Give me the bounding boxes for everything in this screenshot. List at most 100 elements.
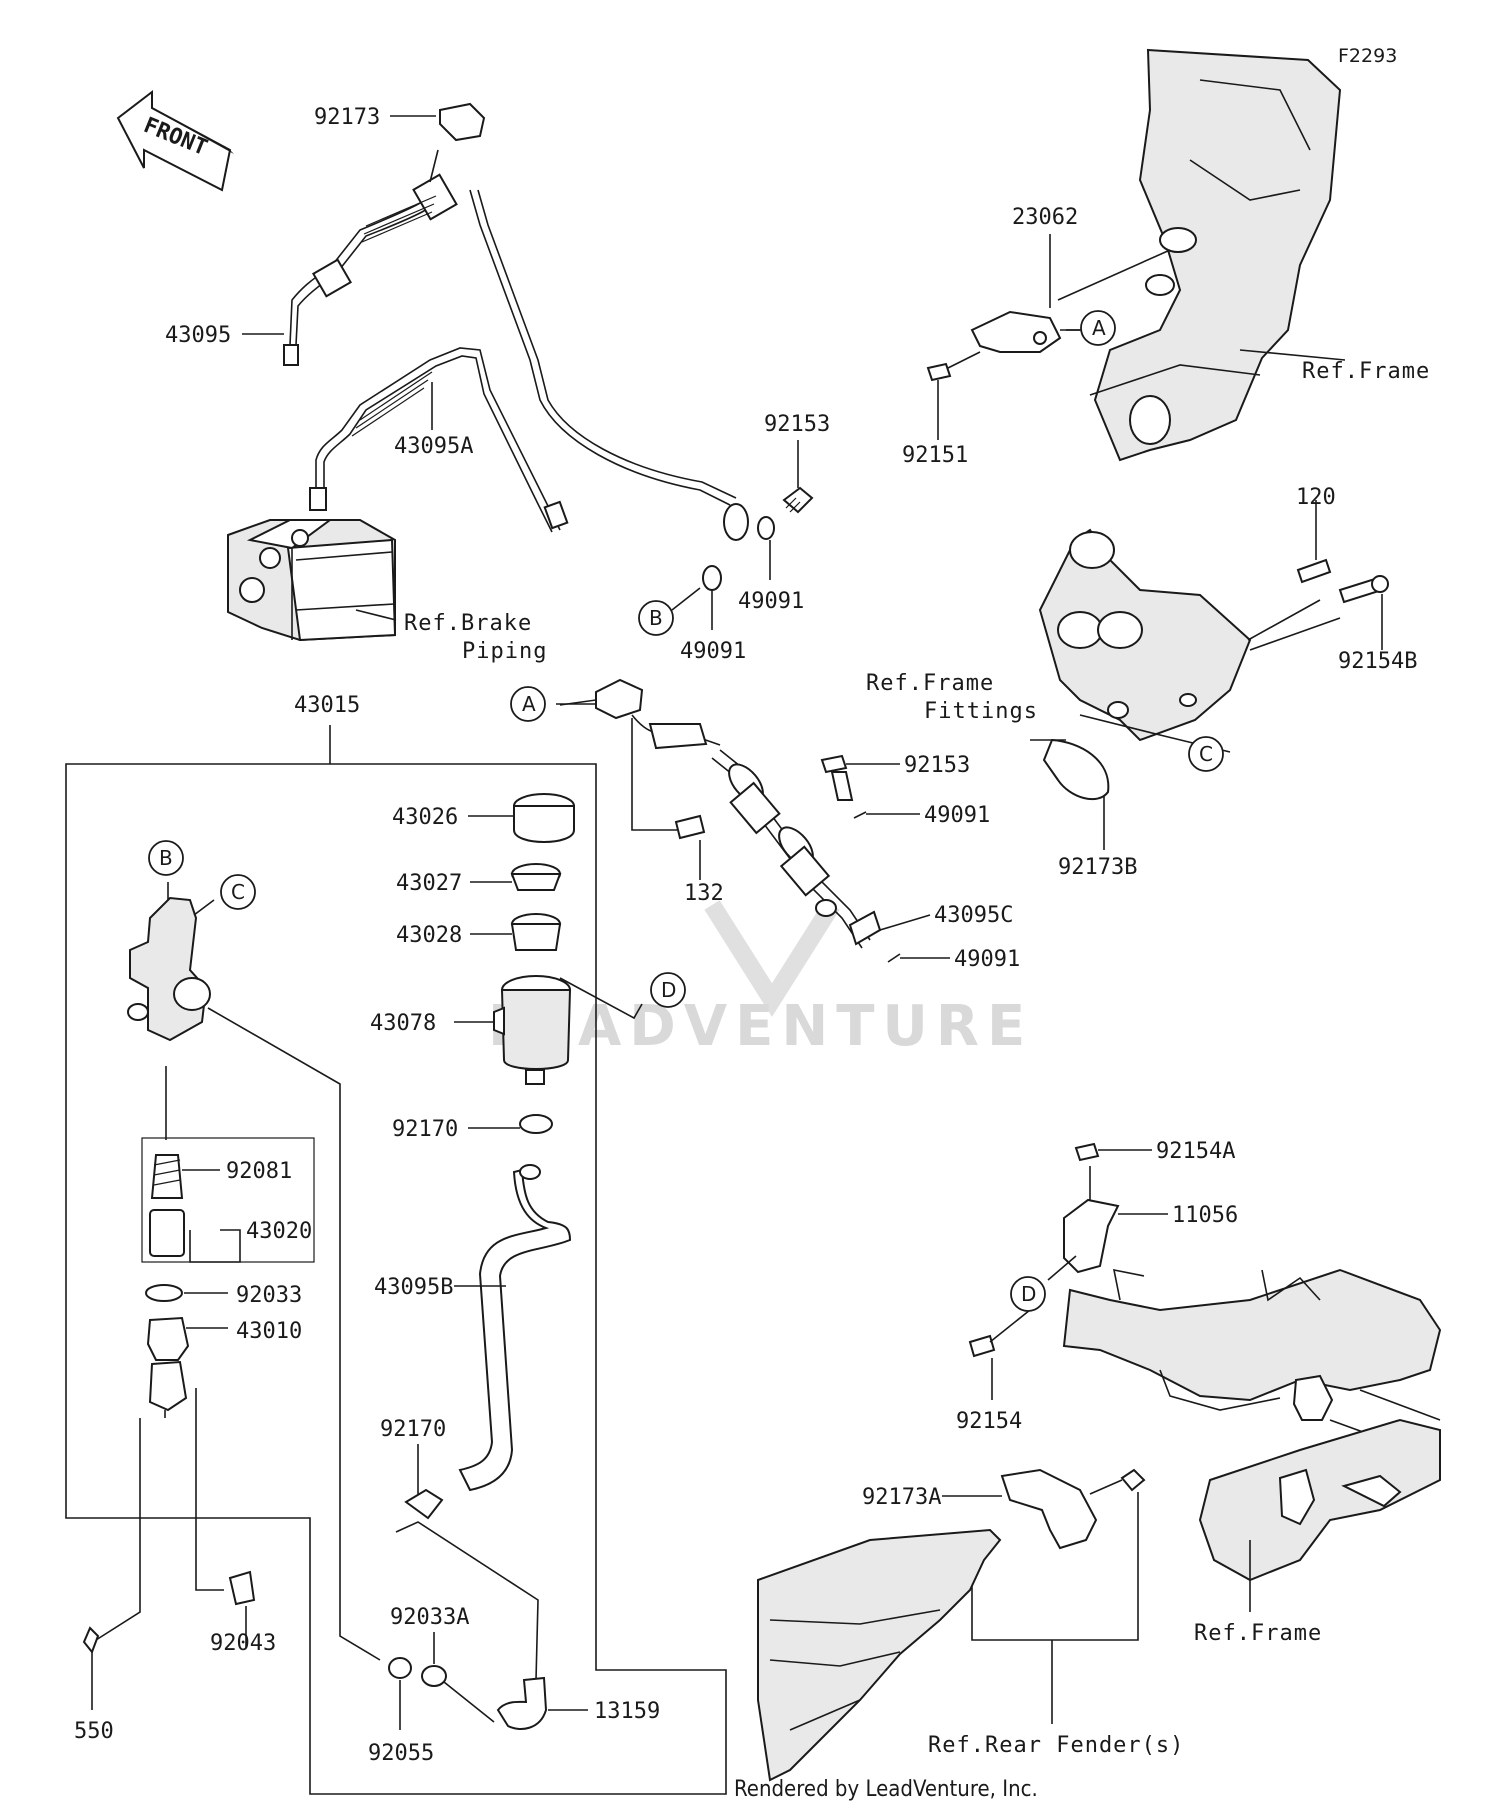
master-cylinder xyxy=(127,882,381,1661)
label-11056: 11056 xyxy=(1172,1203,1238,1228)
label-92081: 92081 xyxy=(226,1159,292,1184)
svg-text:D: D xyxy=(1021,1282,1036,1306)
subframe-lower xyxy=(1062,1268,1442,1461)
callout-a-mid: A xyxy=(510,686,546,722)
abs-unit xyxy=(227,519,397,642)
boot-43010 xyxy=(146,1316,228,1361)
reservoir-43078 xyxy=(454,975,643,1085)
label-43020: 43020 xyxy=(246,1219,312,1244)
hose-43095B xyxy=(454,1164,572,1492)
bolt-92153-mid xyxy=(820,754,900,801)
ref-frame-fittings-1: Ref.Frame xyxy=(866,671,994,696)
label-23062: 23062 xyxy=(1012,205,1078,230)
watermark-text: LEADVENTURE xyxy=(488,994,1033,1059)
brake-hose-43095A xyxy=(309,347,569,533)
svg-text:C: C xyxy=(1199,742,1213,766)
leader-d-right xyxy=(1047,1255,1077,1281)
piston-43020 xyxy=(149,1209,241,1263)
ref-rear-fender: Ref.Rear Fender(s) xyxy=(928,1733,1184,1758)
callout-b-top: B xyxy=(638,587,701,636)
label-120: 120 xyxy=(1296,485,1336,510)
callout-b-left: B xyxy=(148,840,184,876)
leader-43095C xyxy=(879,914,931,931)
label-43028: 43028 xyxy=(396,923,462,948)
screw-rear xyxy=(971,1468,1146,1724)
bolt-120 xyxy=(1296,500,1332,584)
ref-frame-top: Ref.Frame xyxy=(1302,359,1430,384)
label-43095B: 43095B xyxy=(374,1275,453,1300)
oring-92055 xyxy=(388,1657,412,1730)
svg-text:A: A xyxy=(522,692,536,716)
bracket-11056 xyxy=(1063,1166,1168,1274)
label-43026: 43026 xyxy=(392,805,458,830)
label-49091-d: 49091 xyxy=(954,947,1020,972)
box-43015 xyxy=(65,725,727,1795)
label-43010: 43010 xyxy=(236,1319,302,1344)
bolt-92151 xyxy=(926,351,981,440)
ref-frame-bottom: Ref.Frame xyxy=(1194,1621,1322,1646)
credit-text: Rendered by LeadVenture, Inc. xyxy=(734,1777,1038,1802)
frame-bottom-right xyxy=(1198,1418,1441,1612)
label-92173: 92173 xyxy=(314,105,380,130)
svg-text:B: B xyxy=(649,606,663,630)
pin-92043 xyxy=(228,1570,256,1648)
bolt-132 xyxy=(674,814,706,880)
label-92154: 92154 xyxy=(956,1409,1022,1434)
label-132: 132 xyxy=(684,881,724,906)
callout-d-mid: D xyxy=(650,972,686,1008)
callout-d-right: D xyxy=(1010,1276,1046,1312)
label-43078: 43078 xyxy=(370,1011,436,1036)
cap-43026 xyxy=(468,793,575,843)
bolt-92153-top xyxy=(782,440,814,514)
cotter-550 xyxy=(82,1626,100,1710)
circlip-92033 xyxy=(145,1284,228,1302)
clamp-92173 xyxy=(429,102,486,183)
frame-fittings xyxy=(1038,528,1341,742)
label-92033A: 92033A xyxy=(390,1605,469,1630)
callout-c-left: C xyxy=(220,874,256,910)
label-49091-c: 49091 xyxy=(924,803,990,828)
brake-hose-43095 xyxy=(283,173,749,541)
ref-brake-piping-2: Piping xyxy=(462,639,547,664)
label-43095: 43095 xyxy=(165,323,231,348)
junction-block xyxy=(559,678,721,831)
svg-text:C: C xyxy=(231,880,245,904)
leader-13159-path xyxy=(395,1521,539,1681)
fitting-13159 xyxy=(496,1676,588,1730)
ref-brake-piping-1: Ref.Brake xyxy=(404,611,532,636)
label-92151: 92151 xyxy=(902,443,968,468)
label-92153-mid: 92153 xyxy=(904,753,970,778)
clamp-92173A xyxy=(942,1468,1098,1550)
svg-text:D: D xyxy=(661,978,676,1002)
label-92170-a: 92170 xyxy=(392,1117,458,1142)
front-arrow-icon: FRONT xyxy=(116,89,234,192)
bracket-23062 xyxy=(970,234,1171,353)
figure-code: F2293 xyxy=(1338,45,1397,67)
label-550: 550 xyxy=(74,1719,114,1744)
pushrod xyxy=(95,1360,224,1641)
washer-49091-d xyxy=(887,953,950,963)
label-92055: 92055 xyxy=(368,1741,434,1766)
clip-92033A xyxy=(421,1632,495,1723)
label-13159: 13159 xyxy=(594,1699,660,1724)
label-43095A: 43095A xyxy=(394,434,473,459)
washer-49091-a xyxy=(757,516,775,580)
bolt-92154A xyxy=(1074,1142,1152,1162)
label-43095C: 43095C xyxy=(934,903,1013,928)
rear-fender xyxy=(757,1528,1002,1782)
label-92043: 92043 xyxy=(210,1631,276,1656)
clamp-92170-b xyxy=(404,1444,444,1520)
label-92170-b: 92170 xyxy=(380,1417,446,1442)
clamp-92170-a xyxy=(468,1114,553,1134)
bolt-92154 xyxy=(968,1309,1031,1400)
watermark: LEADVENTURE xyxy=(488,900,1033,1059)
washer-49091-c xyxy=(853,811,920,819)
svg-text:B: B xyxy=(159,846,173,870)
label-43027: 43027 xyxy=(396,871,462,896)
spring-92081 xyxy=(150,1154,220,1199)
label-49091-a: 49091 xyxy=(738,589,804,614)
callout-a-top: A xyxy=(1080,310,1116,346)
label-43015: 43015 xyxy=(294,693,360,718)
label-92154B: 92154B xyxy=(1338,649,1417,674)
